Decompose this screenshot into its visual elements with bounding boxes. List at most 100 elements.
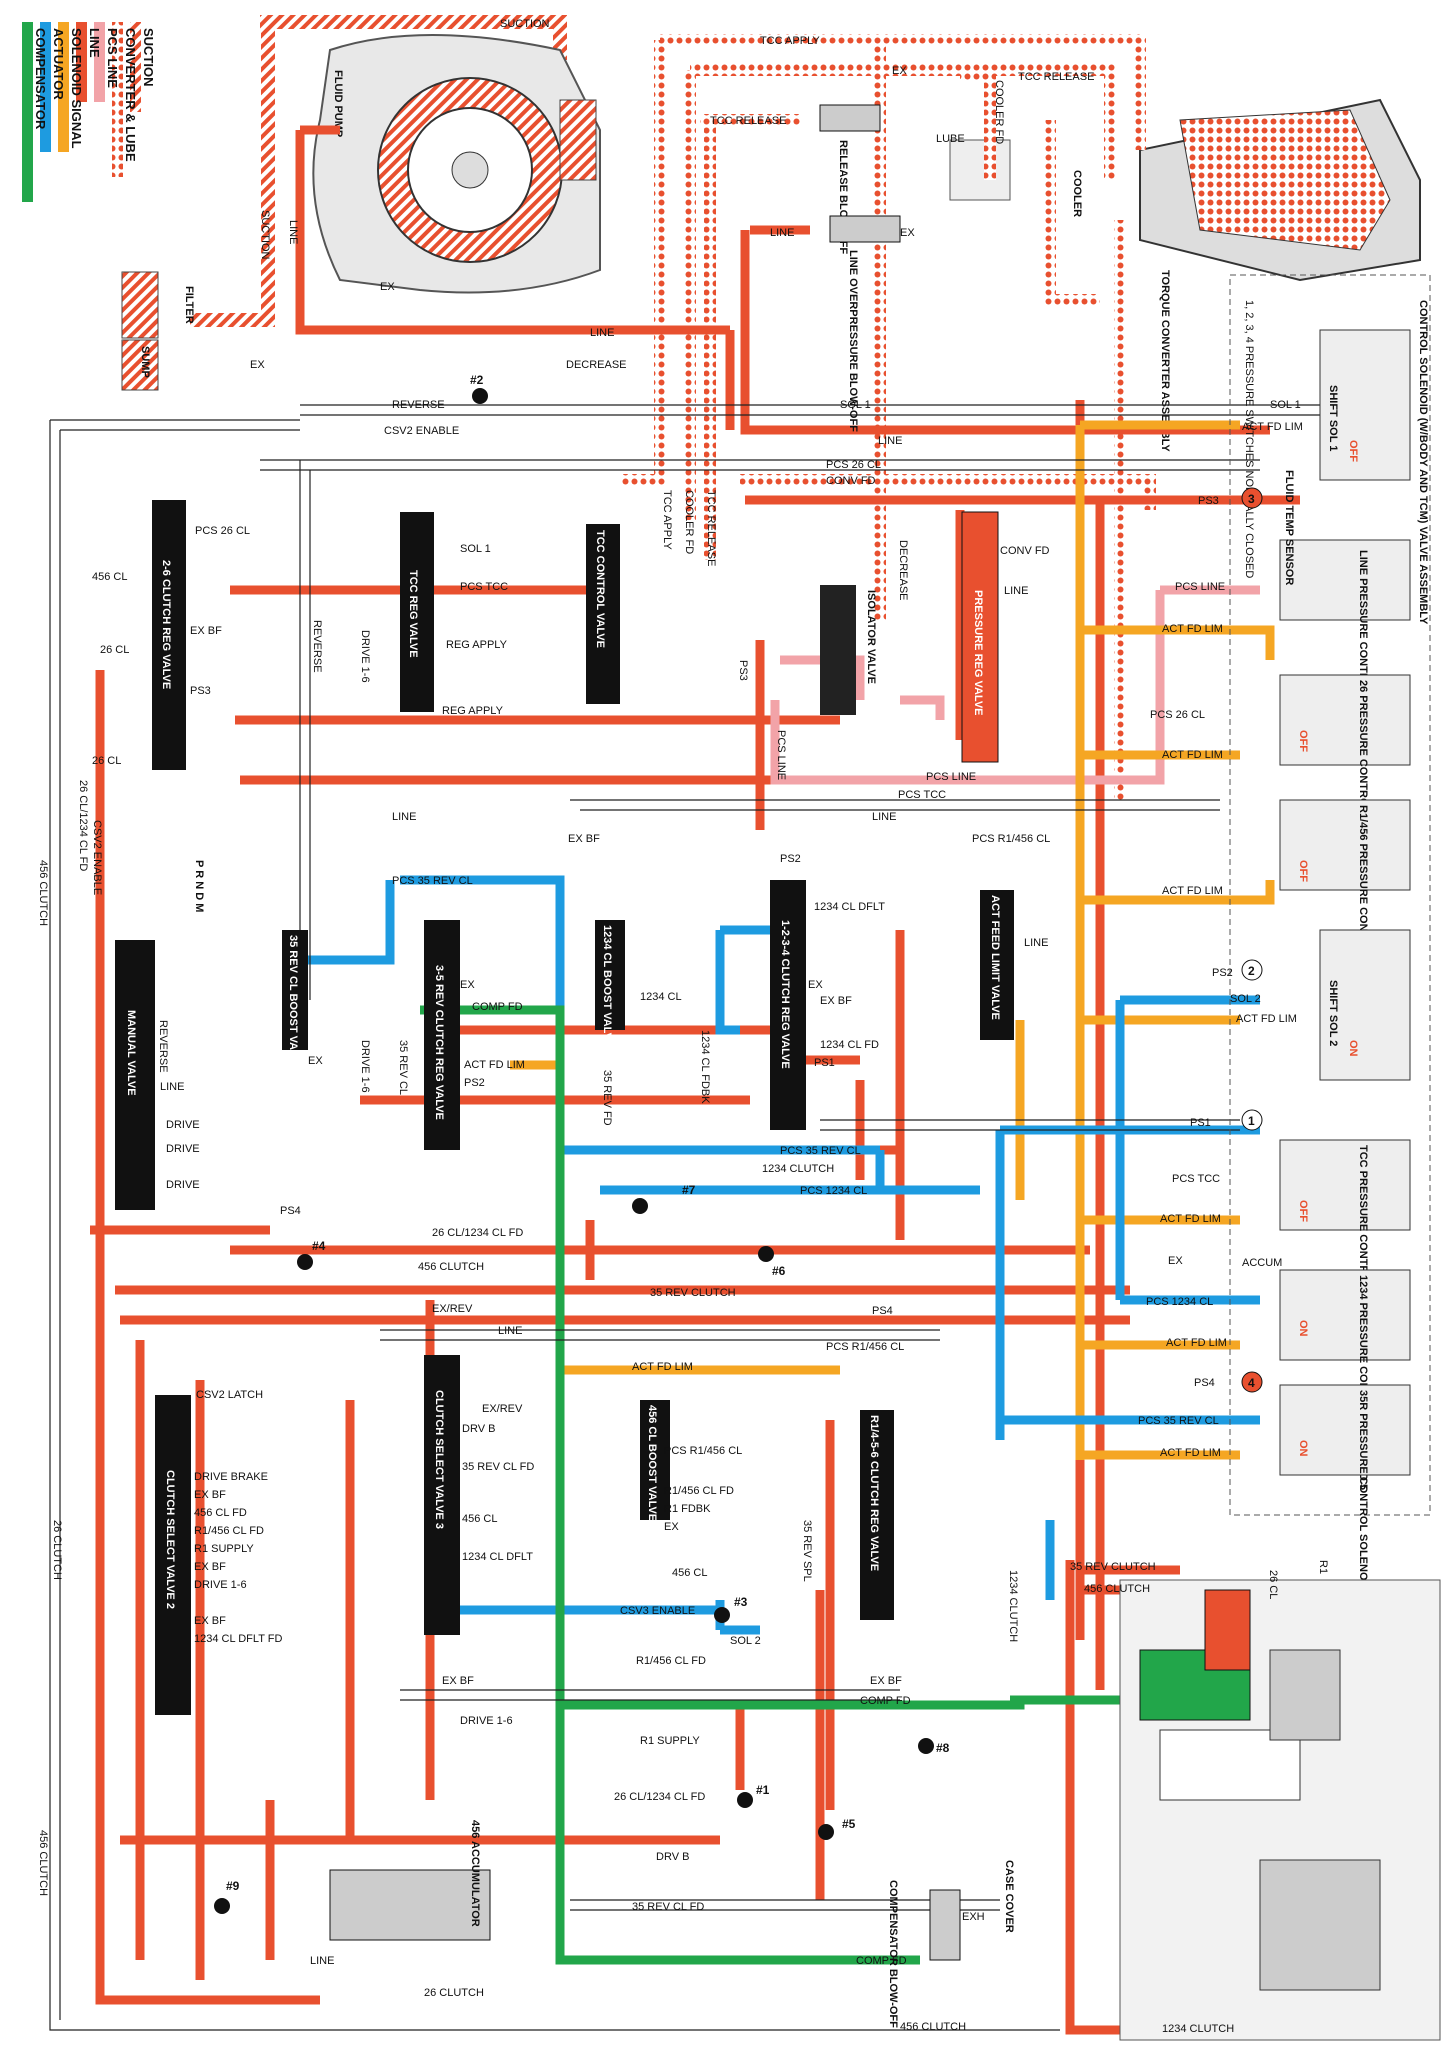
- label-ex-pump: EX: [380, 281, 395, 293]
- label-456-clutch-2: 456 CLUTCH: [900, 2021, 966, 2033]
- label-act-fd-lim-4: ACT FD LIM: [1162, 885, 1223, 897]
- label-line-3: LINE: [878, 435, 902, 447]
- label-line-7: LINE: [1024, 937, 1048, 949]
- valve-1234-boost-label: 1234 CL BOOST VALVE: [601, 925, 613, 1047]
- valve-tcc-reg-label: TCC REG VALVE: [407, 570, 419, 658]
- label-tcc-apply-2: TCC APPLY: [661, 490, 673, 550]
- valve-1234-reg-label: 1-2-3-4 CLUTCH REG VALVE: [779, 920, 791, 1069]
- label-drive16: DRIVE 1-6: [359, 630, 371, 683]
- check-ball-9: #9: [226, 1879, 240, 1893]
- fluid-pump-label: FLUID PUMP: [332, 70, 344, 137]
- control-solenoid-assembly: CONTROL SOLENOID (W/BODY AND TCM) VALVE …: [1229, 274, 1431, 1601]
- label-comp-fd-3: COMP FD: [856, 1955, 907, 1967]
- label-line-pump: LINE: [287, 220, 299, 244]
- solenoid-shift-sol1-state: OFF: [1347, 440, 1359, 462]
- label-pcs35rev-2: PCS 35 REV CL: [780, 1145, 861, 1157]
- label-26cl-2: 26 CL: [92, 755, 121, 767]
- solenoid-shift-sol2: [1319, 929, 1411, 1081]
- torque-converter: TORQUE CONVERTER ASSEMBLY COOLER LUBE: [936, 98, 1421, 452]
- prndm-label: P R N D M: [193, 860, 205, 912]
- label-tcc-apply: TCC APPLY: [760, 35, 820, 47]
- label-ps2-3: PS2: [464, 1077, 485, 1089]
- label-comp-fd: COMP FD: [472, 1001, 523, 1013]
- lube-label: LUBE: [936, 133, 965, 145]
- label-ex-3: EX: [250, 359, 265, 371]
- legend-swatch-converter: [112, 22, 123, 177]
- valve-456-boost-label: 456 CL BOOST VALVE: [646, 1405, 658, 1521]
- label-ex-bf-8: EX BF: [870, 1675, 902, 1687]
- label-ex-bf-5: EX BF: [194, 1561, 226, 1573]
- label-pcs-tcc: PCS TCC: [460, 581, 508, 593]
- switches-note: 1, 2, 3, 4 PRESSURE SWITCHES NORMALLY CL…: [1243, 300, 1255, 578]
- label-line-9: LINE: [310, 1955, 334, 1967]
- label-1234-clutch-2: 1234 CLUTCH: [1162, 2023, 1234, 2035]
- converter-circuit: [620, 34, 1156, 800]
- label-pcs-tcc-3: PCS TCC: [1172, 1173, 1220, 1185]
- label-26cl: 26 CL: [100, 644, 129, 656]
- label-r1456-fd-3: R1/456 CL FD: [636, 1655, 706, 1667]
- solenoid-35r-pcs-name: 35R PRESSURE CONTROL SOLENOID 2: [1357, 1390, 1369, 1601]
- valve-35rev-boost: [282, 930, 308, 1050]
- legend-swatch-suction: [130, 22, 141, 112]
- label-1234-clutch-v: 1234 CLUTCH: [1007, 1570, 1019, 1642]
- label-456-clutch: 456 CLUTCH: [418, 1261, 484, 1273]
- label-cooler-fd: COOLER FD: [993, 80, 1005, 144]
- compensator-blowoff: [929, 1889, 961, 1961]
- label-r1: R1: [1317, 1560, 1329, 1574]
- legend-label-solenoid-signal: SOLENOID SIGNAL: [69, 28, 84, 149]
- label-drive-2: DRIVE: [166, 1143, 200, 1155]
- label-drive16-2: DRIVE 1-6: [359, 1040, 371, 1093]
- valve-manual: [115, 940, 155, 1210]
- label-reg-apply: REG APPLY: [446, 639, 508, 651]
- label-1234-clutch: 1234 CLUTCH: [762, 1163, 834, 1175]
- solenoid-35r-pcs-state: ON: [1297, 1440, 1309, 1457]
- label-26cl-1234-left: 26 CL/1234 CL FD: [77, 780, 89, 871]
- label-ex-bf: EX BF: [190, 625, 222, 637]
- accumulator-456: [329, 1869, 491, 1941]
- label-ex-bf-4: EX BF: [194, 1489, 226, 1501]
- label-r1-supply-2: R1 SUPPLY: [640, 1735, 700, 1747]
- valve-tcc-control-label: TCC CONTROL VALVE: [594, 530, 606, 648]
- label-1234-cl-dflt-2: 1234 CL DFLT: [462, 1551, 533, 1563]
- label-ex-bf-3: EX BF: [820, 995, 852, 1007]
- label-r1456-cl-fd: R1/456 CL FD: [194, 1525, 264, 1537]
- label-conv-fd: CONV FD: [826, 475, 876, 487]
- label-line-5: LINE: [392, 811, 416, 823]
- check-ball-2: #2: [470, 373, 484, 387]
- solenoid-tcc-pcs: [1279, 1139, 1411, 1231]
- label-sol1-2: SOL 1: [460, 543, 491, 555]
- label-pcs-r1456-3: PCS R1/456 CL: [664, 1445, 742, 1457]
- line-overpressure-label: LINE OVERPRESSURE BLOW-OFF: [847, 250, 859, 432]
- valve-26-label: 2-6 CLUTCH REG VALVE: [160, 560, 172, 689]
- suction-label-top: SUCTION: [500, 18, 550, 30]
- sump: [121, 339, 159, 391]
- check-ball-3: #3: [734, 1595, 748, 1609]
- circuit-labels: TCC APPLY TCC RELEASE TCC RELEASE COOLER…: [37, 35, 1329, 2035]
- label-pcs-r1456: PCS R1/456 CL: [972, 833, 1050, 845]
- line-overpressure-blowoff: [829, 215, 901, 243]
- label-drv-b-2: DRV B: [656, 1851, 689, 1863]
- label-drive-brake: DRIVE BRAKE: [194, 1471, 268, 1483]
- valve-pressure-reg: [961, 511, 999, 763]
- label-reg-apply-2: REG APPLY: [442, 705, 504, 717]
- label-26-clutch-left: 26 CLUTCH: [51, 1520, 63, 1580]
- check-ball-7: #7: [682, 1183, 696, 1197]
- label-1234-cl-dflt: 1234 CL DFLT: [814, 901, 885, 913]
- label-26cl-1234-2: 26 CL/1234 CL FD: [614, 1791, 705, 1803]
- legend-label-actuator: ACTUATOR: [51, 28, 66, 100]
- valve-pressure-reg-label: PRESSURE REG VALVE: [972, 590, 984, 716]
- label-ps2: PS2: [780, 853, 801, 865]
- valve-cs3-label: CLUTCH SELECT VALVE 3: [433, 1390, 445, 1529]
- solenoid-26-pcs-state: OFF: [1297, 730, 1309, 752]
- label-pcs26cl: PCS 26 CL: [826, 459, 881, 471]
- legend-swatch-pcs-line: [94, 22, 105, 102]
- valve-1234-clutch-reg: [770, 880, 806, 1130]
- label-pcs-line-1: PCS LINE: [1175, 581, 1225, 593]
- label-exh: EXH: [962, 1911, 985, 1923]
- valve-tcc-control: [586, 524, 620, 704]
- accumulator-456-label: 456 ACCUMULATOR: [469, 1820, 481, 1927]
- label-drive16-3: DRIVE 1-6: [194, 1579, 247, 1591]
- fluid-temp-label: FLUID TEMP SENSOR: [1283, 470, 1295, 585]
- valve-isolator-label: ISOLATOR VALVE: [865, 590, 877, 684]
- label-pcs1234-2: PCS 1234 CL: [1146, 1296, 1213, 1308]
